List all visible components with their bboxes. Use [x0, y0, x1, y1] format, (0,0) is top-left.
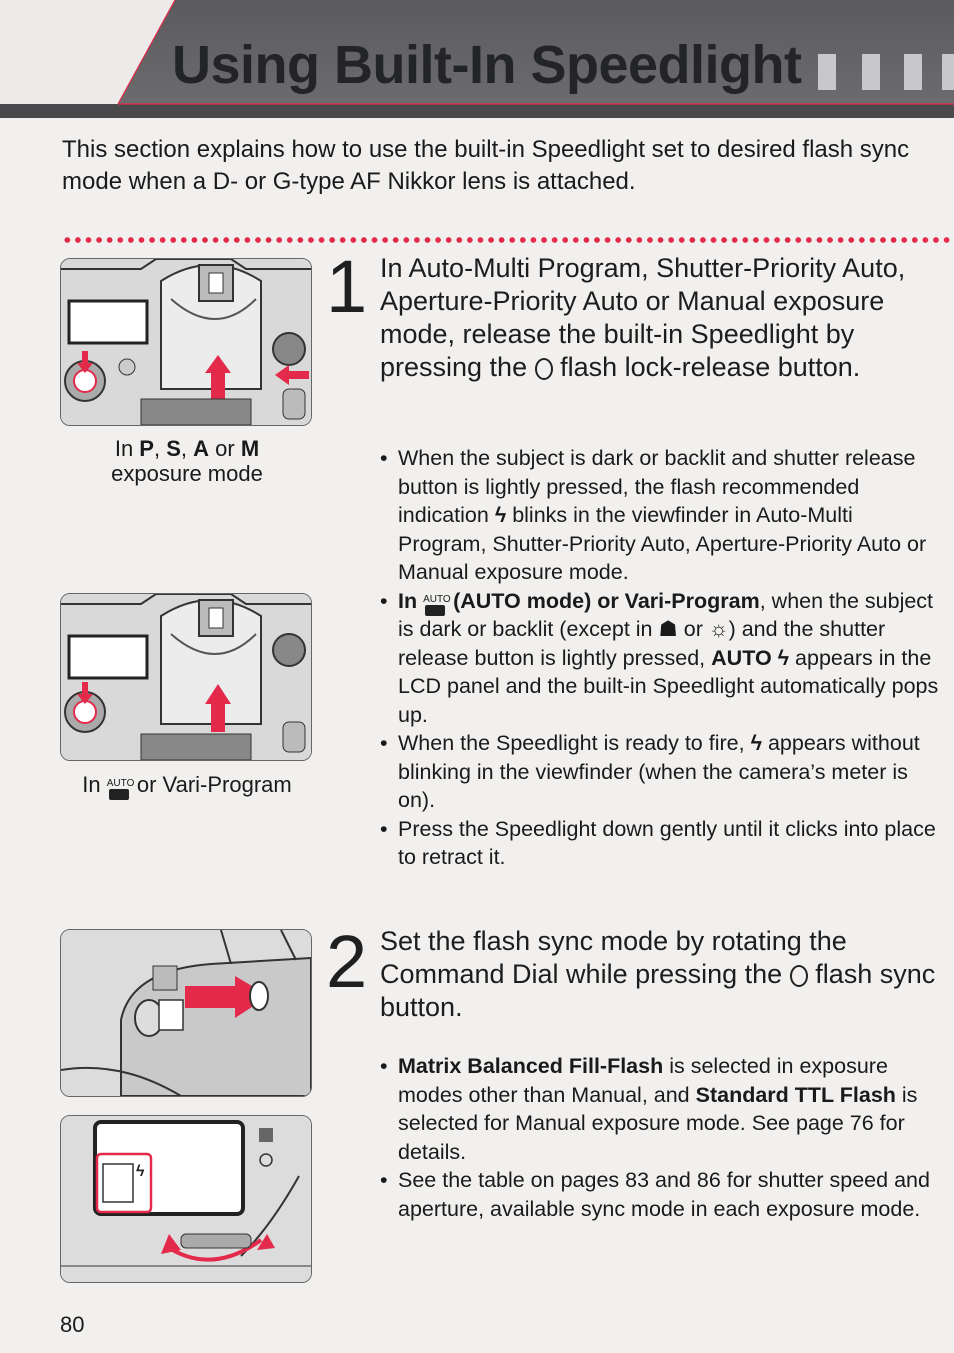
step2-bullet-2: See the table on pages 83 and 86 for shu…	[380, 1166, 946, 1223]
page-number: 80	[60, 1312, 85, 1337]
auto-mode-icon: AUTO	[106, 778, 135, 800]
step1-bullet-4: Press the Speedlight down gently until i…	[380, 815, 946, 872]
step2-title: Set the flash sync mode by rotating the …	[380, 926, 936, 1022]
flash-indicator-icon: ϟ	[777, 645, 790, 670]
dotted-divider	[62, 234, 954, 246]
header-band: Using Built-In Speedlight	[0, 0, 954, 118]
intro-paragraph: This section explains how to use the bui…	[62, 136, 910, 195]
step2-bullets: Matrix Balanced Fill-Flash is selected i…	[380, 1052, 946, 1223]
step1-bullet-3: When the Speedlight is ready to fire, ϟ …	[380, 729, 946, 815]
figure1-caption: In P, S, A or M exposure mode	[111, 436, 263, 486]
landscape-mode-icon: ☗	[658, 617, 678, 641]
flash-lock-release-button-icon	[534, 358, 553, 380]
step2-number: 2	[326, 920, 368, 1003]
step1-bullet-1: When the subject is dark or backlit and …	[380, 444, 946, 587]
illustration-lcd-command-dial: ϟ	[60, 1115, 312, 1283]
step1-bullets: When the subject is dark or backlit and …	[380, 444, 946, 872]
figure2-caption: In AUTO or Vari-Program	[82, 772, 292, 800]
step2-bullet-1: Matrix Balanced Fill-Flash is selected i…	[380, 1052, 946, 1166]
illustration-camera-top-auto	[60, 593, 312, 761]
header-decoration	[0, 0, 954, 118]
flash-sync-button-icon	[789, 965, 808, 987]
step1-number: 1	[326, 245, 368, 328]
page-title: Using Built-In Speedlight	[172, 35, 802, 95]
flash-indicator-icon: ϟ	[750, 731, 762, 755]
step1-title: In Auto-Multi Program, Shutter-Priority …	[380, 253, 906, 382]
night-portrait-mode-icon: ☼	[708, 617, 729, 641]
auto-mode-icon: AUTO	[423, 593, 451, 616]
flash-indicator-icon: ϟ	[494, 503, 507, 527]
step1-bullet-2: In AUTO (AUTO mode) or Vari-Program, whe…	[380, 587, 946, 730]
illustration-flash-sync-button	[60, 929, 312, 1097]
illustration-camera-top-psam	[60, 258, 312, 426]
svg-text:ϟ: ϟ	[136, 1163, 145, 1180]
